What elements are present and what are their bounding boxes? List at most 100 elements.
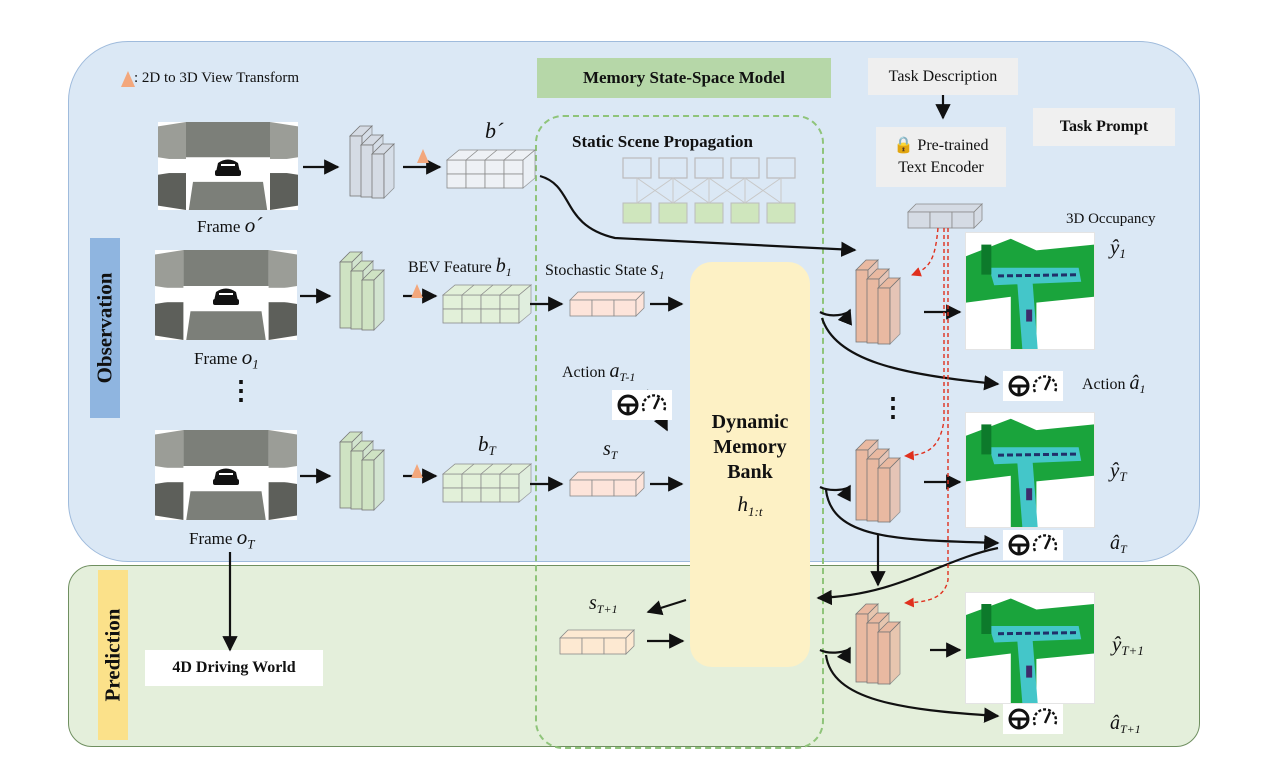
- static-node-top: [622, 157, 652, 179]
- car-icon: [215, 159, 241, 176]
- occupancy-image: [966, 238, 1094, 349]
- state-block-T: [569, 471, 645, 497]
- dynamic-memory-bank: Dynamic Memory Bank h1:t: [690, 262, 810, 667]
- stochastic-state-label: Stochastic State s1: [545, 258, 665, 283]
- camera-view: [158, 170, 186, 210]
- memory-h: h1:t: [737, 492, 763, 520]
- camera-image: [155, 430, 297, 520]
- encoder-block-prime: [349, 125, 395, 199]
- occupancy-image: [966, 598, 1094, 703]
- text-encoder-box: 🔒 Pre-trained Text Encoder: [876, 127, 1006, 187]
- static-node-top: [658, 157, 688, 179]
- static-node-bottom: [658, 202, 688, 224]
- decoder-block-T1: [855, 603, 901, 685]
- arrow-memory-to-decoder-T: [819, 484, 851, 502]
- camera-image: [155, 250, 297, 340]
- static-scene-label: Static Scene Propagation: [572, 132, 754, 151]
- prompt-arrow-T: [904, 228, 945, 461]
- static-node-bottom: [730, 202, 760, 224]
- occupancy-image: [966, 418, 1094, 527]
- arrow-static-to-decoder: [539, 174, 857, 257]
- mssm-title: Memory State-Space Model: [537, 58, 831, 98]
- driving-world-box: 4D Driving World: [145, 650, 323, 686]
- camera-view: [183, 430, 269, 466]
- b-prime-label: b´: [485, 118, 504, 143]
- action-out-T-label: âT: [1110, 532, 1127, 557]
- arrow-memory-to-sT1: [646, 598, 687, 616]
- yT-label: ŷT: [1110, 458, 1127, 485]
- frame-prime-label: Frame o´: [197, 213, 263, 237]
- arrow-action-out-1: [820, 317, 1000, 391]
- legend-text: : 2D to 3D View Transform: [134, 70, 300, 86]
- speedometer-icon: [641, 394, 667, 412]
- encoder-block-T: [339, 431, 385, 511]
- camera-view: [183, 250, 269, 286]
- encoder-block-1: [339, 251, 385, 331]
- frame-ellipsis: ⋮: [228, 376, 254, 405]
- triangle-icon: [411, 464, 423, 478]
- prediction-tag: Prediction: [98, 570, 128, 740]
- camera-frame-prime: [158, 122, 298, 210]
- static-node-bottom: [622, 202, 652, 224]
- camera-frame-T: [155, 430, 297, 520]
- static-node-top: [694, 157, 724, 179]
- prompt-arrow-T1: [904, 228, 949, 608]
- car-icon: [213, 468, 239, 485]
- occupancy-vegetation: [981, 424, 992, 455]
- arrow-action-out-T: [824, 489, 1000, 551]
- state-block-T1: [559, 629, 635, 655]
- yT1-label: ŷT+1: [1112, 632, 1144, 659]
- action-input-label: Action aT-1: [562, 360, 636, 385]
- steering-wheel-icon: [1008, 708, 1030, 730]
- triangle-icon: [121, 71, 135, 87]
- memory-line3: Bank: [727, 461, 773, 483]
- observation-tag: Observation: [90, 238, 120, 418]
- camera-view: [155, 250, 184, 291]
- task-prompt-box: Task Prompt: [1033, 108, 1175, 146]
- occupancy-ego: [1026, 665, 1033, 678]
- memory-line2: Memory: [713, 436, 787, 458]
- arrow-action-out-T1: [824, 654, 1000, 723]
- static-node-top: [766, 157, 796, 179]
- camera-view: [155, 479, 184, 520]
- sT-label: sT: [603, 438, 618, 463]
- occupancy-lane: [997, 273, 1079, 278]
- triangle-icon: [417, 149, 429, 163]
- triangle-icon: [411, 284, 423, 298]
- camera-view: [186, 491, 266, 520]
- steering-wheel-icon: [1008, 375, 1030, 397]
- static-node-top: [730, 157, 760, 179]
- camera-view: [188, 181, 268, 210]
- occupancy-ego: [1026, 488, 1033, 501]
- bev-feature-label: BEV Feature b1: [408, 255, 512, 280]
- bev-feature-T: [441, 463, 533, 503]
- bev-feature-prime: [445, 149, 537, 189]
- occupancy-label: 3D Occupancy: [1066, 211, 1156, 227]
- speedometer-icon: [1032, 375, 1058, 393]
- memory-line1: Dynamic: [711, 411, 789, 433]
- static-node-bottom: [766, 202, 796, 224]
- camera-view: [268, 299, 297, 340]
- task-description-box: Task Description: [868, 58, 1018, 95]
- camera-view: [155, 299, 184, 340]
- occupancy-map-T: [965, 412, 1095, 528]
- camera-view: [268, 250, 297, 291]
- occupancy-vegetation: [981, 244, 992, 275]
- speedometer-icon: [1032, 708, 1058, 726]
- occupancy-lane: [997, 631, 1079, 636]
- encoder-line1: Pre-trained: [917, 137, 989, 154]
- camera-view: [155, 430, 184, 471]
- camera-view: [270, 122, 298, 162]
- arrow-aT-feedback: [816, 546, 999, 606]
- camera-image: [158, 122, 298, 210]
- bev-feature-1: [441, 284, 533, 324]
- decoder-ellipsis: ⋮: [880, 393, 906, 422]
- speedometer-icon: [1032, 534, 1058, 552]
- camera-frame-1: [155, 250, 297, 340]
- sT1-label: sT+1: [589, 592, 618, 617]
- camera-view: [268, 479, 297, 520]
- bT-label: bT: [478, 432, 496, 459]
- decoder-block-T: [855, 439, 901, 523]
- arrow-memory-to-decoder-T1: [819, 646, 851, 664]
- mssm-dashed-region: [535, 115, 824, 749]
